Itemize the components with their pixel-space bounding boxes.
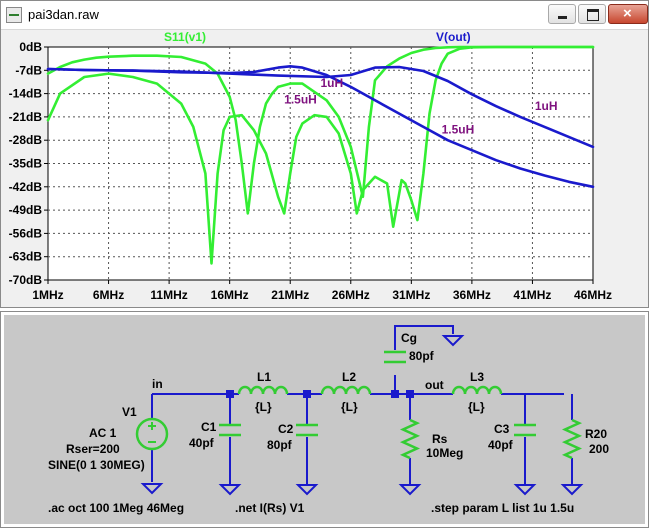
c2-value: 80pf (267, 438, 293, 452)
capacitor-cg[interactable] (384, 350, 406, 364)
v1-ref: V1 (122, 405, 137, 419)
l1-value: {L} (255, 400, 272, 414)
net-label-out: out (425, 378, 444, 392)
window-title: pai3dan.raw (28, 7, 99, 22)
c3-value: 40pf (488, 438, 514, 452)
directive-net[interactable]: .net I(Rs) V1 (235, 501, 305, 515)
schematic-background (4, 315, 645, 524)
y-tick-label: -42dB (9, 180, 43, 194)
y-tick-label: -63dB (9, 250, 43, 264)
close-icon: × (623, 5, 632, 22)
voltage-source-v1[interactable] (135, 417, 169, 451)
step-label: 1uH (535, 99, 558, 113)
net-label-in: in (152, 377, 163, 391)
x-tick-label: 1MHz (32, 288, 63, 302)
l2-value: {L} (341, 400, 358, 414)
y-tick-label: -28dB (9, 133, 43, 147)
x-tick-label: 6MHz (93, 288, 124, 302)
x-tick-label: 26MHz (332, 288, 370, 302)
ground-v1 (140, 483, 164, 495)
ground-c1 (218, 484, 242, 496)
y-tick-label: 0dB (19, 40, 42, 54)
v1-value-sine: SINE(0 1 30MEG) (48, 458, 145, 472)
junction-dot (303, 390, 311, 398)
schematic-components (135, 335, 584, 496)
v1-value-rser: Rser=200 (66, 442, 120, 456)
trace-s11-v1--1uH[interactable] (46, 45, 595, 215)
r20-ref: R20 (585, 427, 607, 441)
x-tick-label: 21MHz (271, 288, 309, 302)
y-tick-label: -56dB (9, 226, 43, 240)
capacitor-c1[interactable] (219, 423, 241, 437)
minimize-button[interactable] (548, 4, 576, 24)
x-tick-label: 46MHz (574, 288, 612, 302)
cg-value: 80pf (409, 349, 435, 363)
waveform-app-icon (6, 7, 22, 23)
step-label: 1.5uH (284, 93, 317, 107)
c3-ref: C3 (494, 422, 510, 436)
cg-ref: Cg (401, 331, 417, 345)
x-tick-label: 11MHz (150, 288, 187, 302)
step-label: 1uH (321, 76, 344, 90)
y-tick-label: -70dB (9, 273, 43, 287)
rs-ref: Rs (432, 432, 448, 446)
junction-dot (226, 390, 234, 398)
junction-dot (406, 390, 414, 398)
waveform-window: pai3dan.raw × 0dB -7dB -14dB -21dB -28dB -35d… (0, 0, 649, 308)
y-tick-label: -35dB (9, 157, 43, 171)
c2-ref: C2 (278, 422, 294, 436)
step-annotations: 1uH 1.5uH 1uH 1.5uH (284, 76, 557, 137)
rs-value: 10Meg (426, 446, 463, 460)
l3-value: {L} (468, 400, 485, 414)
trace-s11-v1--1p5uH[interactable] (46, 45, 595, 265)
ground-cg (441, 335, 465, 347)
y-tick-label: -14dB (9, 87, 43, 101)
ground-r20 (560, 484, 584, 496)
c1-ref: C1 (201, 420, 217, 434)
x-tick-label: 36MHz (453, 288, 491, 302)
legend-vout[interactable]: V(out) (436, 30, 471, 44)
capacitor-c3[interactable] (514, 423, 536, 437)
resistor-rs[interactable] (399, 418, 421, 460)
ground-c2 (295, 484, 319, 496)
schematic-window: in out V1 AC 1 Rser=200 SINE(0 1 30MEG) … (0, 311, 649, 528)
maximize-button[interactable] (578, 4, 606, 24)
junction-dot (391, 390, 399, 398)
plot-traces (46, 45, 595, 265)
l2-ref: L2 (342, 370, 356, 384)
x-axis-ticks: 1MHz 6MHz 11MHz 16MHz 21MHz 26MHz 31MHz 36MHz 41… (32, 280, 612, 302)
v1-value-ac: AC 1 (89, 426, 117, 440)
title-bar[interactable]: pai3dan.raw × (1, 1, 648, 30)
resistor-r20[interactable] (561, 418, 583, 460)
directive-step[interactable]: .step param L list 1u 1.5u (431, 501, 574, 515)
inductor-l1[interactable] (237, 385, 289, 395)
y-tick-label: -49dB (9, 203, 43, 217)
l3-ref: L3 (470, 370, 484, 384)
x-tick-label: 31MHz (392, 288, 430, 302)
trace-v-out--1p5uH[interactable] (46, 64, 595, 189)
c1-value: 40pf (189, 436, 215, 450)
y-tick-label: -21dB (9, 110, 43, 124)
y-tick-label: -7dB (15, 63, 42, 77)
inductor-l3[interactable] (451, 385, 503, 395)
close-button[interactable]: × (608, 4, 648, 24)
x-tick-label: 41MHz (513, 288, 551, 302)
schematic-labels: in out V1 AC 1 Rser=200 SINE(0 1 30MEG) … (48, 331, 609, 515)
ground-c3 (513, 484, 537, 496)
x-tick-label: 16MHz (211, 288, 249, 302)
directive-ac[interactable]: .ac oct 100 1Meg 46Meg (48, 501, 184, 515)
l1-ref: L1 (257, 370, 271, 384)
schematic-canvas[interactable]: in out V1 AC 1 Rser=200 SINE(0 1 30MEG) … (1, 312, 648, 527)
waveform-plot[interactable]: 0dB -7dB -14dB -21dB -28dB -35dB -42dB -49dB -56… (1, 29, 648, 307)
step-label: 1.5uH (442, 123, 475, 137)
y-axis-ticks: 0dB -7dB -14dB -21dB -28dB -35dB -42dB -49dB -56… (9, 40, 48, 287)
capacitor-c2[interactable] (296, 423, 318, 437)
legend-s11[interactable]: S11(v1) (164, 30, 206, 44)
ground-rs (398, 484, 422, 496)
inductor-l2[interactable] (320, 385, 372, 395)
r20-value: 200 (589, 442, 609, 456)
